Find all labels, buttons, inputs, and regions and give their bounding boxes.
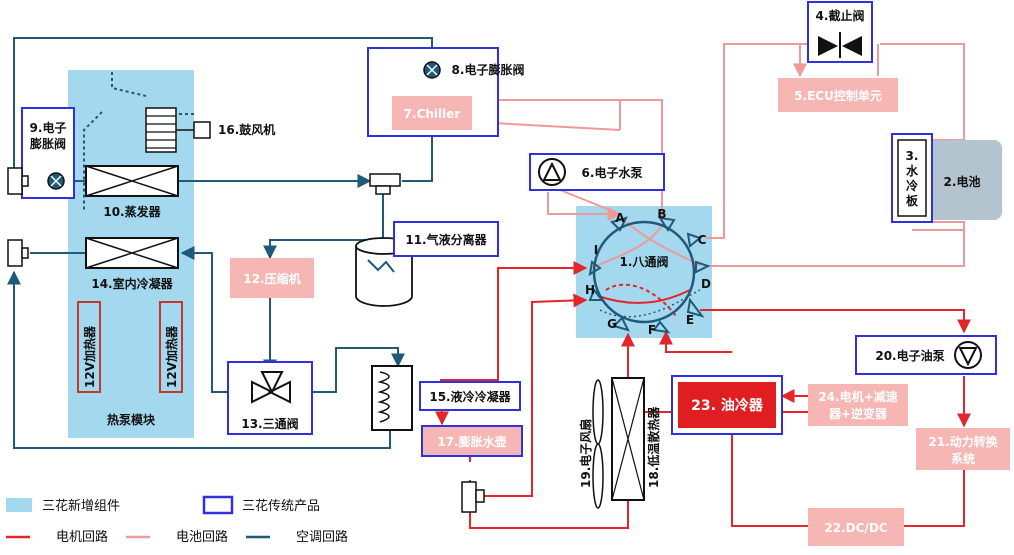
power-system-label-1: 系统: [951, 451, 975, 466]
octo-valve: 1.八通阀 A B C D E F G H I: [585, 207, 711, 337]
liquid-condenser-label: 15.液冷冷凝器: [429, 389, 511, 404]
power-system: 21.动力转换 系统: [916, 428, 1010, 470]
exv9-label-0: 9.电子: [30, 120, 67, 135]
water-plate-label-2: 冷: [906, 178, 918, 193]
low-temp-radiator: 18.低温散热器: [611, 377, 661, 501]
power-system-label-0: 21.动力转换: [928, 434, 998, 449]
exv9-label-1: 膨胀阀: [29, 136, 66, 151]
port-i: I: [594, 243, 598, 257]
chiller-unit: 7.Chiller 8.电子膨胀阀: [367, 47, 525, 137]
motor-unit-label-1: 器+逆变器: [828, 406, 888, 421]
octo-valve-label: 1.八通阀: [620, 254, 669, 269]
evaporator: 10.蒸发器: [85, 165, 179, 219]
water-plate-label-1: 水: [906, 163, 919, 178]
indoor-condenser: 14.室内冷凝器: [85, 237, 179, 291]
fan-label: 19.电子风扇: [578, 419, 593, 488]
stop-valve: 4.截止阀: [807, 1, 873, 63]
liquid-condenser: 15.液冷冷凝器: [371, 365, 521, 431]
ac-loop: [6, 37, 439, 449]
heater-right-label: 12V加热器: [164, 325, 179, 388]
separator: 11.气液分离器: [355, 221, 499, 307]
port-c: C: [698, 233, 707, 247]
left-valves: [7, 167, 29, 267]
three-way-valve: 13.三通阀: [227, 361, 313, 435]
water-plate-label-0: 3.: [906, 149, 919, 163]
legend-ac-label: 空调回路: [296, 529, 348, 545]
exv9: 9.电子 膨胀阀: [21, 107, 75, 199]
water-pump-label: 6.电子水泵: [582, 165, 643, 180]
dcdc-label: 22.DC/DC: [824, 521, 887, 535]
heater-right: 12V加热器: [159, 301, 183, 393]
legend-traditional-label: 三花传统产品: [242, 498, 320, 514]
electric-fan: 19.电子风扇: [578, 379, 604, 509]
compressor: 12.压缩机: [230, 258, 314, 298]
port-f: F: [648, 323, 656, 337]
legend-traditional-swatch: [202, 495, 234, 515]
water-plate-label-3: 板: [906, 193, 919, 208]
octo-valve-block: [576, 206, 712, 338]
port-b: B: [657, 207, 666, 221]
port-d: D: [701, 277, 711, 291]
expansion-tank-label: 17.膨胀水壶: [437, 434, 506, 449]
heater-left-label: 12V加热器: [82, 325, 97, 388]
three-way-valve-label: 13.三通阀: [241, 416, 298, 431]
ecu-label: 5.ECU控制单元: [794, 88, 882, 103]
port-g: G: [607, 317, 617, 331]
oil-pump: 20.电子油泵: [855, 335, 997, 375]
port-h: H: [585, 283, 595, 297]
motor-unit-label-0: 24.电机+减速: [818, 389, 897, 404]
compressor-label: 12.压缩机: [243, 271, 300, 286]
evaporator-label: 10.蒸发器: [103, 204, 161, 219]
chiller-label: 7.Chiller: [404, 107, 461, 121]
water-pump: 6.电子水泵: [529, 153, 665, 191]
port-a: A: [615, 211, 625, 225]
legend-battery-label: 电池回路: [176, 529, 228, 545]
blower-label: 16.鼓风机: [218, 122, 275, 137]
legend: 三花新增组件 三花传统产品 电机回路 电池回路 空调回路: [6, 495, 348, 545]
stop-valve-label: 4.截止阀: [816, 8, 865, 23]
exv8-label: 8.电子膨胀阀: [452, 62, 525, 77]
ecu: 5.ECU控制单元: [778, 78, 898, 112]
expansion-tank: 17.膨胀水壶: [421, 410, 523, 457]
oil-cooler: 23. 油冷器: [671, 375, 783, 435]
indoor-condenser-label: 14.室内冷凝器: [91, 276, 173, 291]
radiator-label: 18.低温散热器: [646, 406, 661, 488]
motor-unit: 24.电机+减速 器+逆变器: [808, 384, 908, 426]
dcdc: 22.DC/DC: [808, 508, 904, 546]
legend-new-swatch: [6, 498, 32, 512]
blower: 16.鼓风机: [145, 107, 275, 153]
heat-pump-module-label: 热泵模块: [107, 412, 156, 427]
battery-label: 2.电池: [944, 174, 981, 189]
tee-junction: [369, 173, 401, 195]
legend-motor-label: 电机回路: [56, 529, 108, 545]
oil-pump-label: 20.电子油泵: [875, 348, 944, 363]
port-e: E: [686, 313, 694, 327]
separator-label: 11.气液分离器: [405, 232, 487, 247]
heater-left: 12V加热器: [77, 301, 101, 393]
battery: 2.电池 3. 水 冷 板: [891, 133, 1002, 223]
oil-cooler-label: 23. 油冷器: [691, 397, 764, 414]
bottom-valve: [461, 481, 485, 513]
legend-new-label: 三花新增组件: [42, 498, 120, 514]
